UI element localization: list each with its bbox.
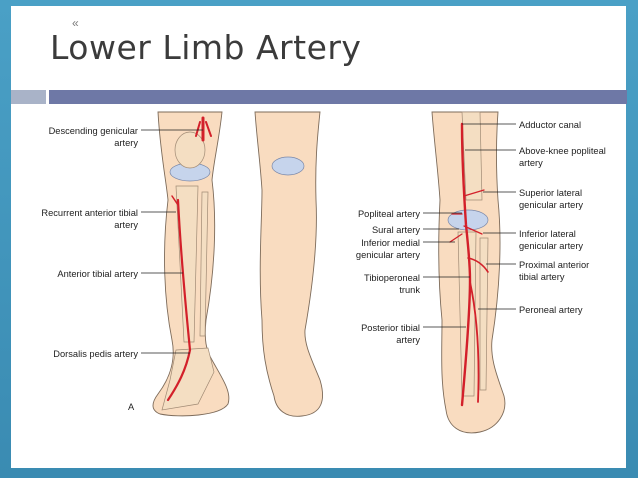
label-above-knee-popliteal-2: artery (519, 158, 543, 168)
peroneal-artery-stroke (469, 281, 480, 403)
label-recurrent-anterior-tibial-2: artery (114, 220, 138, 230)
label-tibioperoneal-2: trunk (399, 285, 420, 295)
label-recurrent-anterior-tibial-1: Recurrent anterior tibial (41, 208, 138, 218)
title-accent-bar-dark (49, 90, 627, 104)
foot-bones (161, 347, 215, 411)
label-above-knee-popliteal-1: Above-knee popliteal (519, 146, 606, 156)
label-peroneal: Peroneal artery (519, 305, 583, 315)
anterior-leg-illustration (152, 111, 230, 417)
descending-genicular-branches (195, 121, 212, 137)
label-descending-genicular-1: Descending genicular (49, 126, 138, 136)
label-dorsalis-pedis: Dorsalis pedis artery (53, 349, 138, 359)
patella (174, 131, 206, 169)
label-inferior-lateral-genicular-2: genicular artery (519, 241, 583, 251)
recurrent-anterior-tibial-stroke (171, 195, 179, 206)
slide-title: Lower Limb Artery (50, 28, 362, 67)
label-superior-lateral-genicular-2: genicular artery (519, 200, 583, 210)
label-superior-lateral-genicular-1: Superior lateral (519, 188, 582, 198)
label-posterior-tibial-2: artery (396, 335, 420, 345)
label-leaders (141, 123, 516, 354)
right-tibia-bone (457, 231, 477, 397)
posterior-leg-illustration (254, 111, 323, 417)
tibia-bone (175, 185, 199, 343)
label-proximal-anterior-tibial-1: Proximal anterior (519, 260, 589, 270)
label-adductor-canal: Adductor canal (519, 120, 581, 130)
label-popliteal: Popliteal artery (358, 209, 420, 219)
label-inferior-medial-genicular-2: genicular artery (356, 250, 420, 260)
right-fibula-bone (479, 237, 489, 391)
fibula-bone (199, 191, 209, 337)
anterior-tibial-artery-stroke (166, 198, 192, 402)
label-descending-genicular-2: artery (114, 138, 138, 148)
slide-marker: « (72, 16, 79, 30)
label-inferior-lateral-genicular-1: Inferior lateral (519, 229, 576, 239)
femur-bone (461, 111, 483, 201)
right-knee-cartilage (447, 209, 489, 231)
posterior-knee-cartilage (271, 156, 305, 176)
genicular-branches-stroke (449, 189, 485, 243)
label-anterior-tibial: Anterior tibial artery (57, 269, 138, 279)
panel-letter: A (128, 402, 135, 412)
proximal-anterior-tibial-stroke (467, 257, 489, 273)
posterior-artery-illustration (431, 111, 506, 434)
label-sural: Sural artery (372, 225, 420, 235)
label-inferior-medial-genicular-1: Inferior medial (361, 238, 420, 248)
label-posterior-tibial-1: Posterior tibial (361, 323, 420, 333)
label-proximal-anterior-tibial-2: tibial artery (519, 272, 565, 282)
label-tibioperoneal-1: Tibioperoneal (364, 273, 420, 283)
title-accent-bar-light (11, 90, 46, 104)
posterior-leg-outline (254, 111, 323, 417)
popliteal-posterior-tibial-stroke (460, 122, 472, 407)
